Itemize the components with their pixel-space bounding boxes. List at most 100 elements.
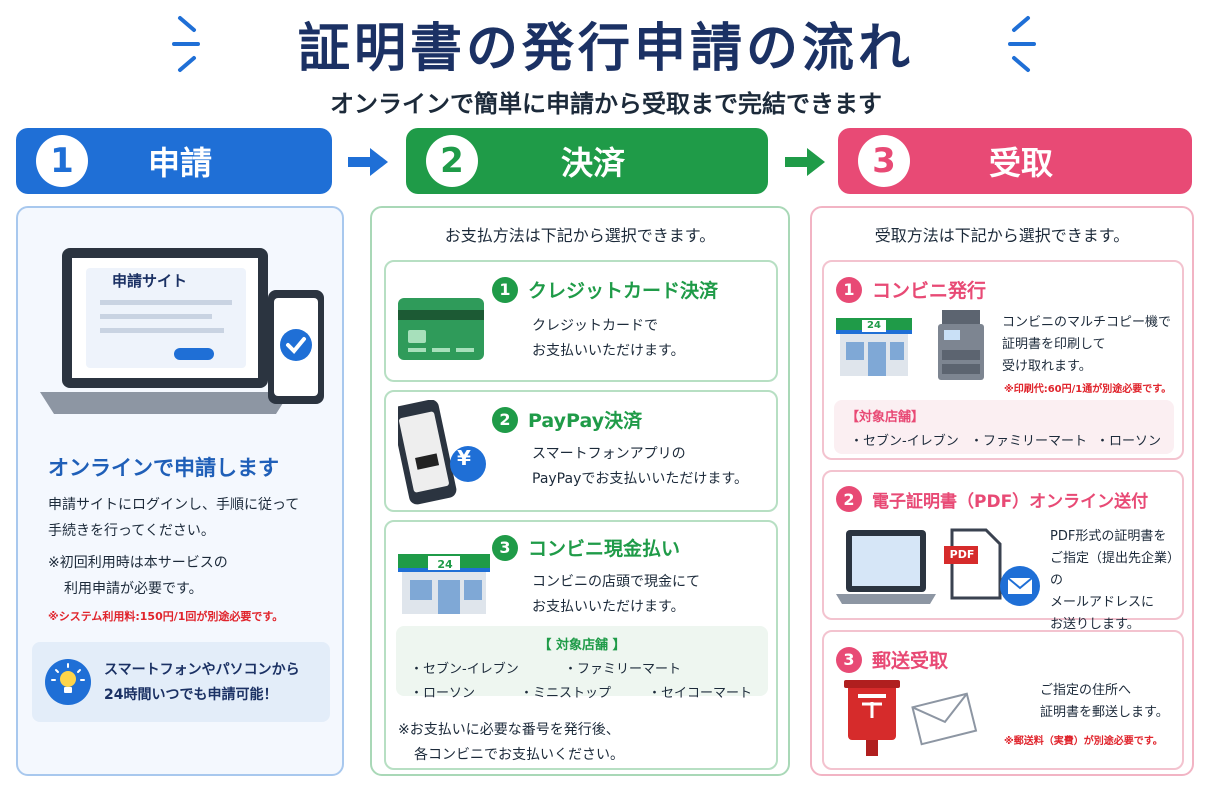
mailbox-envelope-icon bbox=[844, 680, 978, 756]
payment-method-card: ¥ 2 PayPay決済 スマートフォンアプリの PayPayでお支払いいただけ… bbox=[384, 390, 778, 512]
description-line: メールアドレスに bbox=[1050, 595, 1155, 610]
description-line: コンビニの店頭で現金にて bbox=[532, 574, 700, 590]
apply-note-line: 利用申請が必要です。 bbox=[64, 581, 203, 597]
store-item: ・ローソン bbox=[410, 686, 476, 701]
payment-footer-note: ※お支払いに必要な番号を発行後、 各コンビニでお支払いください。 bbox=[398, 718, 624, 768]
postage-note: ※郵送料（実費）が別途必要です。 bbox=[1004, 736, 1163, 747]
page-subtitle: オンラインで簡単に申請から受取まで完結できます bbox=[330, 90, 882, 118]
receive-panel: 受取方法は下記から選択できます。 1 コンビニ発行 24 コンビニのマルチコピー… bbox=[810, 206, 1194, 776]
stores-box: 【 対象店舗 】 ・セブン-イレブン ・ファミリーマート ・ローソン ・ミニスト… bbox=[396, 626, 768, 701]
payment-method-title: 3 コンビニ現金払い bbox=[492, 534, 680, 561]
convenience-store-icon bbox=[836, 318, 912, 376]
payment-method-description: クレジットカードで お支払いいただけます。 bbox=[532, 314, 685, 364]
copy-machine-icon bbox=[938, 310, 984, 380]
apply-tip-text: スマートフォンやパソコンから 24時間いつでも申請可能！ bbox=[104, 658, 300, 708]
stores-box: 【対象店舗】 ・セブン-イレブン ・ファミリーマート ・ローソン bbox=[834, 400, 1174, 454]
receive-method-card: 1 コンビニ発行 24 コンビニのマルチコピー機で 証明書を印刷して 受け取れま… bbox=[822, 260, 1184, 460]
receive-method-description: PDF形式の証明書を ご指定（提出先企業）の メールアドレスに お送りします。 bbox=[1050, 526, 1182, 636]
payment-panel: お支払方法は下記から選択できます。 1 クレジットカード決済 クレジットカードで… bbox=[370, 206, 790, 776]
apply-tip-box: スマートフォンやパソコンから 24時間いつでも申請可能！ bbox=[32, 642, 330, 722]
receive-method-title-text: 電子証明書（PDF）オンライン送付 bbox=[872, 491, 1149, 512]
store-item: ・ミニストップ bbox=[520, 686, 612, 701]
store-item: ・セイコーマート bbox=[648, 686, 753, 701]
description-line: お送りします。 bbox=[1050, 617, 1140, 632]
step-header-apply: 1 申請 bbox=[16, 128, 332, 194]
receive-method-number: 1 bbox=[836, 276, 862, 303]
receive-method-number: 3 bbox=[836, 646, 862, 673]
payment-method-number: 3 bbox=[492, 534, 518, 561]
apply-heading: オンラインで申請します bbox=[48, 456, 279, 480]
description-line: クレジットカードで bbox=[532, 318, 658, 334]
receive-method-card: 2 電子証明書（PDF）オンライン送付 PDF PDF形式の証明書を ご指定（提… bbox=[822, 470, 1184, 632]
apply-note-line: ※初回利用時は本サービスの bbox=[48, 555, 228, 571]
receive-method-description: ご指定の住所へ 証明書を郵送します。 bbox=[1040, 680, 1169, 724]
receive-method-number: 2 bbox=[836, 486, 862, 512]
step-number: 1 bbox=[36, 135, 88, 187]
step-label: 申請 bbox=[147, 144, 212, 182]
payment-method-card: 24 3 コンビニ現金払い コンビニの店頭で現金にて お支払いいただけます。 【… bbox=[384, 520, 778, 770]
step-number: 3 bbox=[858, 135, 910, 187]
store-item: ・ファミリーマート bbox=[564, 662, 682, 677]
pdf-mail-icon bbox=[944, 528, 1040, 606]
receive-method-title: 1 コンビニ発行 bbox=[836, 276, 986, 303]
apply-note: ※初回利用時は本サービスの 利用申請が必要です。 bbox=[48, 550, 228, 602]
payment-method-description: コンビニの店頭で現金にて お支払いいただけます。 bbox=[532, 570, 700, 620]
sparkle-right-icon bbox=[1008, 16, 1036, 72]
payment-method-description: スマートフォンアプリの PayPayでお支払いいただけます。 bbox=[532, 442, 748, 492]
pdf-label: PDF bbox=[949, 548, 975, 561]
yen-symbol: ¥ bbox=[457, 446, 471, 470]
description-line: ご指定の住所へ bbox=[1040, 683, 1132, 698]
payment-method-title-text: コンビニ現金払い bbox=[528, 538, 681, 560]
description-line: コンビニのマルチコピー機で bbox=[1002, 315, 1172, 330]
description-line: ご指定（提出先企業）の bbox=[1050, 551, 1181, 588]
apply-site-label: 申請サイト bbox=[112, 272, 188, 290]
store-sign-number: 24 bbox=[867, 320, 881, 331]
description-line: 受け取れます。 bbox=[1002, 359, 1092, 374]
store-item: ・ローソン bbox=[1096, 434, 1162, 449]
apply-tip-line: 24時間いつでも申請可能！ bbox=[104, 687, 278, 703]
receive-method-title: 2 電子証明書（PDF）オンライン送付 bbox=[836, 486, 1148, 512]
description-line: PDF形式の証明書を bbox=[1050, 529, 1167, 544]
payment-method-title: 1 クレジットカード決済 bbox=[492, 276, 718, 303]
apply-panel: 申請サイト オンラインで申請します 申請サイトにログインし、手順に従って 手続き… bbox=[16, 206, 344, 776]
description-line: 証明書を郵送します。 bbox=[1040, 705, 1169, 720]
store-item: ・ファミリーマート bbox=[970, 434, 1088, 449]
note-line: ※お支払いに必要な番号を発行後、 bbox=[398, 722, 620, 738]
description-line: スマートフォンアプリの bbox=[532, 446, 686, 462]
arrow-right-icon bbox=[785, 148, 825, 176]
apply-tip-line: スマートフォンやパソコンから bbox=[104, 662, 300, 678]
laptop-phone-illustration bbox=[40, 248, 324, 414]
store-item: ・セブン-イレブン bbox=[850, 434, 959, 449]
step-header-receive: 3 受取 bbox=[838, 128, 1192, 194]
payment-method-number: 2 bbox=[492, 406, 518, 433]
receive-intro: 受取方法は下記から選択できます。 bbox=[874, 226, 1130, 245]
description-line: お支払いいただけます。 bbox=[532, 599, 685, 615]
receive-method-description: コンビニのマルチコピー機で 証明書を印刷して 受け取れます。 bbox=[1002, 312, 1171, 378]
receive-method-title-text: コンビニ発行 bbox=[872, 280, 987, 302]
receive-method-title-text: 郵送受取 bbox=[872, 650, 949, 672]
step-header-payment: 2 決済 bbox=[406, 128, 768, 194]
apply-body: 申請サイトにログインし、手順に従って 手続きを行ってください。 bbox=[48, 492, 299, 544]
payment-method-title-text: クレジットカード決済 bbox=[528, 280, 719, 302]
store-item: ・セブン-イレブン bbox=[410, 662, 519, 677]
payment-method-number: 1 bbox=[492, 276, 518, 303]
stores-heading: 【対象店舗】 bbox=[846, 410, 925, 425]
convenience-store-icon bbox=[398, 554, 490, 614]
payment-method-title-text: PayPay決済 bbox=[528, 410, 643, 432]
description-line: PayPayでお支払いいただけます。 bbox=[532, 471, 748, 487]
laptop-icon bbox=[836, 530, 936, 604]
sparkle-left-icon bbox=[172, 16, 200, 72]
lightbulb-icon bbox=[45, 659, 91, 705]
note-line: 各コンビニでお支払いください。 bbox=[414, 747, 624, 763]
step-label: 決済 bbox=[560, 144, 625, 182]
arrow-right-icon bbox=[348, 148, 388, 176]
receive-method-card: 3 郵送受取 ご指定の住所へ 証明書を郵送します。 ※郵送料（実費）が別途必要で… bbox=[822, 630, 1184, 770]
apply-body-line: 申請サイトにログインし、手順に従って bbox=[48, 497, 300, 513]
step-number: 2 bbox=[426, 135, 478, 187]
description-line: お支払いいただけます。 bbox=[532, 343, 685, 359]
payment-method-title: 2 PayPay決済 bbox=[492, 406, 642, 433]
smartphone-yen-icon bbox=[398, 400, 486, 505]
apply-body-line: 手続きを行ってください。 bbox=[48, 523, 215, 539]
receive-method-title: 3 郵送受取 bbox=[836, 646, 948, 673]
payment-method-card: 1 クレジットカード決済 クレジットカードで お支払いいただけます。 bbox=[384, 260, 778, 382]
